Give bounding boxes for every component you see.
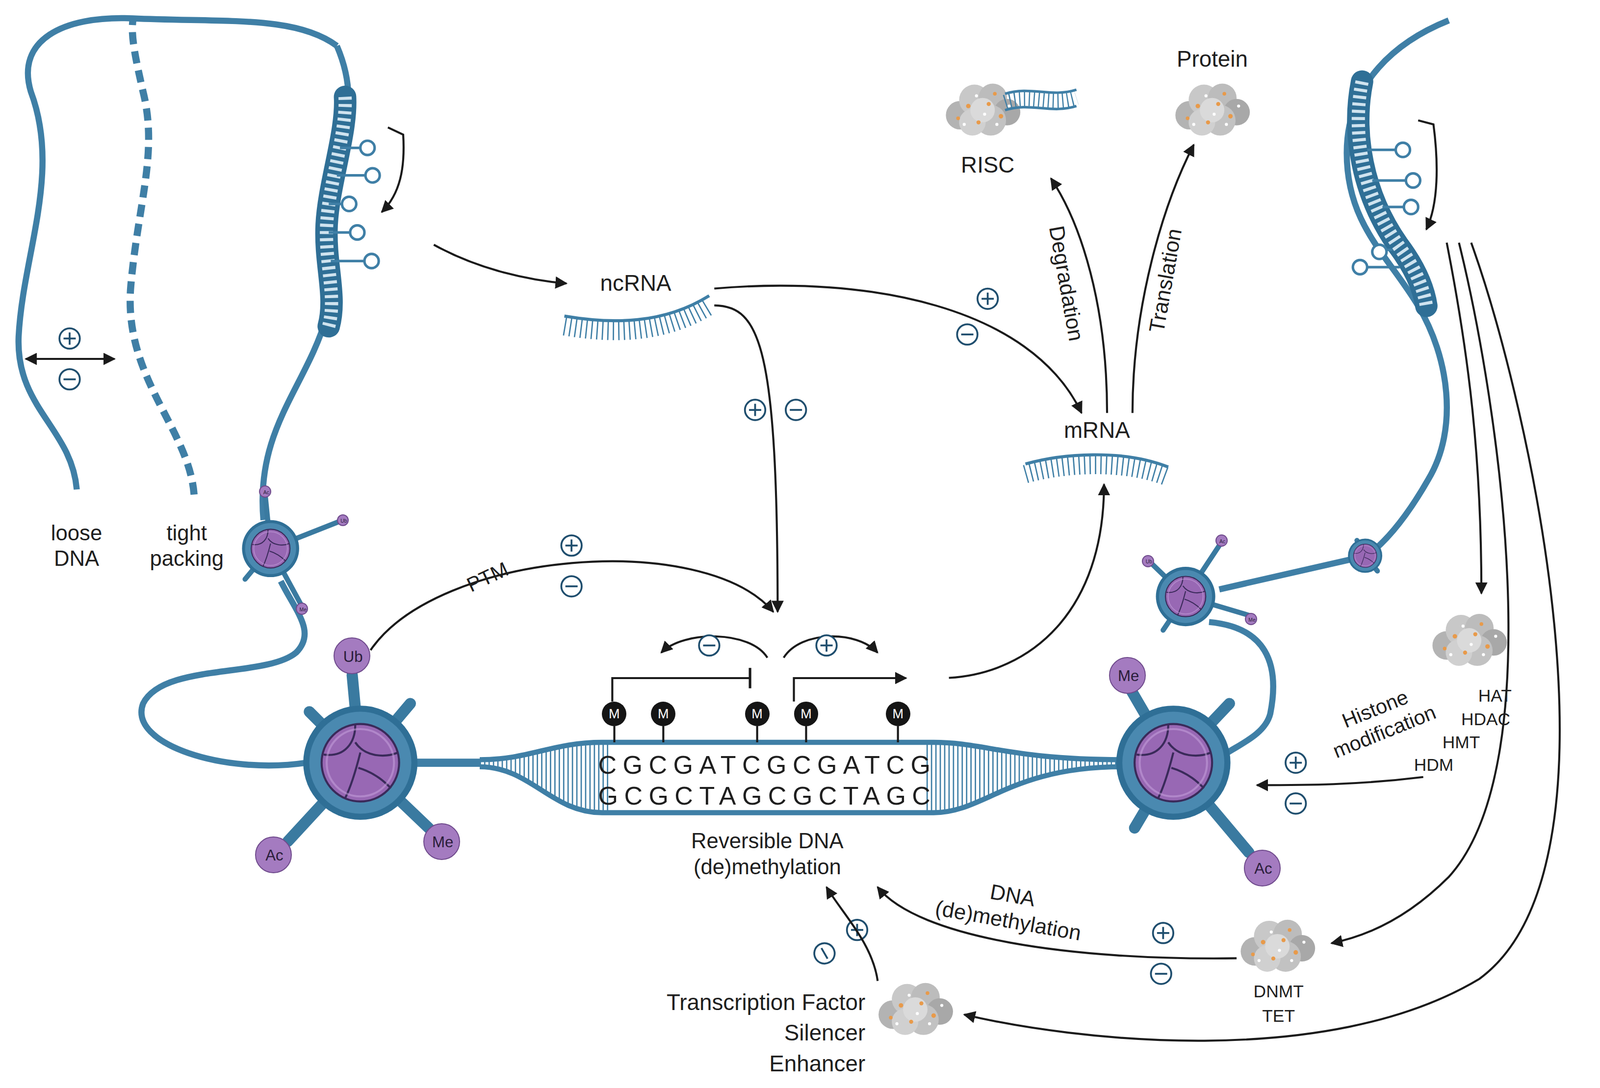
node-text: M (657, 706, 670, 723)
node-text: Enhancer (769, 1050, 866, 1078)
node-text: TET (1262, 1006, 1295, 1027)
node-text: Ub (1145, 559, 1153, 566)
node-text: Me (1248, 617, 1256, 624)
edge-label: DNA (de)methylation (910, 866, 1110, 951)
histone-mark: Me (1109, 657, 1146, 695)
node-text: HDM (1414, 754, 1454, 776)
methyl-mark: M (794, 701, 819, 727)
node-text: Transcription Factor (666, 989, 866, 1017)
edge-label: Translation (1143, 226, 1188, 335)
rna-node: mRNA (1020, 413, 1174, 486)
node-text: CGCGATCGCGATCG (597, 749, 937, 781)
regulator-node: Transcription FactorSilencerEnhancer (634, 981, 956, 1080)
methyl-mark: M (885, 701, 911, 727)
node-text: Me (1117, 667, 1139, 686)
enzyme-node: HATHDACHMTHDM (1402, 610, 1531, 779)
node-text: DNMT (1253, 981, 1304, 1003)
histone-mark: Me (295, 602, 309, 616)
node-text: HMT (1442, 732, 1481, 753)
connector-arrow (370, 561, 774, 651)
rna-node: ncRNA (564, 267, 715, 344)
node-text: RISC (960, 152, 1015, 180)
node-text: M (800, 706, 812, 723)
node-text: GCGCTAGCGCTAGC (597, 780, 937, 811)
connector-arrow (1132, 144, 1194, 413)
node-text: Reversible DNA (de)methylation (655, 828, 880, 880)
methyl-mark: M (650, 701, 676, 727)
structure-label: tight packing (135, 520, 238, 572)
node-text: M (751, 706, 763, 723)
connector-arrow (714, 305, 778, 613)
node-text: M (608, 706, 620, 723)
node-text: HAT (1478, 685, 1512, 707)
node-text: Me (432, 833, 454, 852)
histone-mark: Ub (336, 514, 350, 527)
histone-mark: Me (423, 823, 461, 861)
histone-mark: Ub (1141, 555, 1155, 568)
node-text: HDAC (1461, 708, 1511, 730)
structure-label: loose DNA (35, 520, 118, 572)
histone-mark: Ac (258, 485, 272, 498)
methyl-mark: M (601, 701, 627, 727)
protein-node: Protein (1163, 40, 1261, 145)
node-text: Ac (1219, 538, 1226, 545)
complex-node: RISC (947, 63, 1080, 179)
node-text: Silencer (784, 1020, 866, 1048)
node-text: Ub (343, 647, 363, 667)
histone-mark: Ac (255, 836, 292, 874)
node-text: Ub (340, 518, 347, 525)
enzyme-node: DNMT TET (1236, 913, 1324, 1028)
node-text: Ac (265, 847, 284, 866)
methyl-mark: M (745, 701, 770, 727)
histone-mark: Ub (333, 637, 371, 675)
dna-methylation-node: CGCGATCGCGATCGGCGCTAGCGCTAGC Reversible D… (586, 612, 950, 888)
node-text: M (892, 706, 904, 723)
connector-arrow (826, 887, 878, 981)
node-text: Me (299, 607, 307, 614)
node-text: Ac (263, 489, 270, 496)
histone-mark: Me (1244, 613, 1258, 626)
node-text: Ac (1254, 860, 1272, 879)
node-text: mRNA (1063, 416, 1131, 444)
node-text: ncRNA (600, 270, 672, 298)
connector-arrow (949, 484, 1105, 679)
edge-label: PTM (463, 557, 513, 598)
histone-mark: Ac (1243, 850, 1281, 887)
histone-mark: Ac (1215, 534, 1228, 547)
node-text: Protein (1176, 45, 1248, 73)
